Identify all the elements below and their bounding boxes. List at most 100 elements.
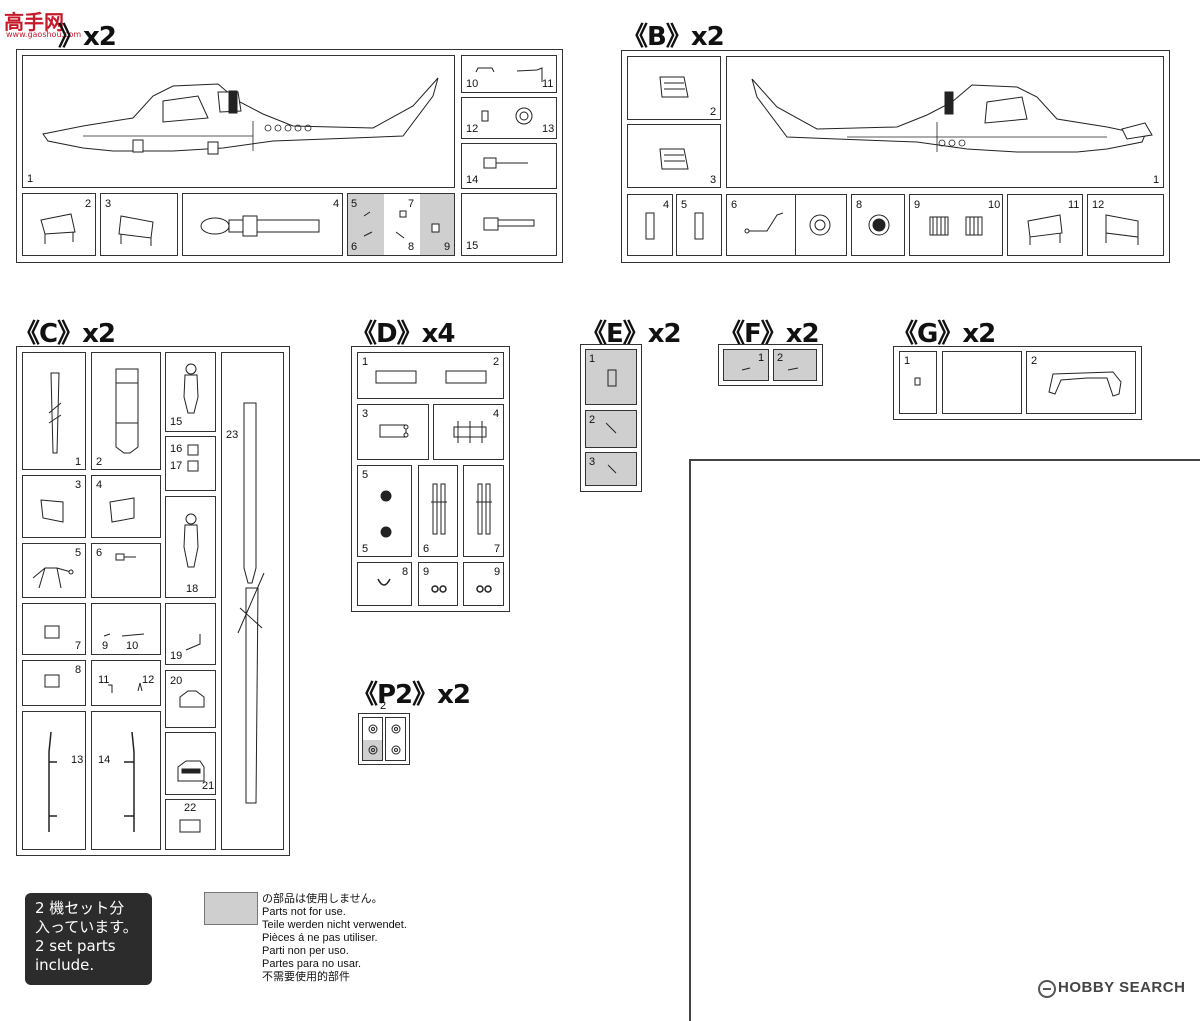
sprue-b-part-4-cell: 4 (627, 194, 673, 256)
part-number-label: 16 (170, 443, 183, 455)
sprue-d-part-9-right-cell: 9 (463, 562, 504, 606)
part-number-label: 10 (466, 78, 479, 90)
part-number-label: 12 (142, 674, 155, 686)
note-line-1: 2 機セット分 (35, 899, 125, 917)
sprue-c-part-13-cell: 13 (22, 711, 86, 850)
part-number-label: 5 (362, 543, 369, 555)
part-number-label: 4 (493, 408, 500, 420)
sprue-a-title: 》x2 (58, 22, 117, 52)
sprue-c-part-6-cell: 6 (91, 543, 161, 598)
part-number-label: 9 (102, 640, 109, 652)
sprue-g-title: 《G》x2 (892, 319, 996, 349)
panel-part-icon (40, 499, 64, 523)
sprue-c-part-22-cell: 22 (165, 799, 216, 850)
rotor-hub-part-icon (32, 567, 74, 589)
part-number-label: 1 (589, 353, 596, 365)
sprue-a-part-4-cell: 4 (182, 193, 343, 256)
sprue-b-title: 《B》x2 (622, 22, 725, 52)
helicopter-fuselage-left-icon (42, 77, 439, 155)
part-number-label: 5 (362, 469, 369, 481)
part-number-label: 10 (988, 199, 1001, 211)
hobby-search-logo-icon (1038, 980, 1056, 998)
part-number-label: 2 (710, 106, 717, 118)
part-number-label: 8 (402, 566, 409, 578)
rod-part-icon (185, 634, 201, 651)
sprue-p2-label: 2 (380, 700, 387, 712)
cockpit-tub-part-icon (115, 368, 139, 454)
sprue-a-part-3-cell: 3 (100, 193, 178, 256)
part-number-label: 14 (466, 174, 479, 186)
sprue-c-part-8-cell: 8 (22, 660, 86, 706)
part-number-label: 5 (681, 199, 688, 211)
part-number-label: 7 (408, 198, 415, 210)
wiper-part-icon (605, 422, 617, 434)
sprue-c-part-9-10-cell: 9 10 (91, 603, 161, 655)
sprue-c-part-14-cell: 14 (91, 711, 161, 850)
part-number-label: 15 (466, 240, 479, 252)
gear-part-icon (868, 214, 890, 236)
sprue-b-part-5-cell: 5 (676, 194, 722, 256)
part-number-label: 2 (589, 414, 596, 426)
sprue-a-part-2-cell: 2 (22, 193, 96, 256)
sprue-c-part-16-17-cell: 16 17 (165, 436, 216, 491)
sprue-g-blank-cell (942, 351, 1022, 414)
polycap-icon (368, 724, 378, 755)
page-boundary-frame (689, 459, 1200, 1021)
sprue-b-part-11-cell: 11 (1007, 194, 1083, 256)
handle-part-icon (377, 578, 391, 586)
sprue-g-part-1-cell: 1 (899, 351, 937, 414)
part-number-label: 1 (75, 456, 82, 468)
light-part-icon (741, 367, 751, 371)
wing-part-icon (40, 213, 76, 244)
sprue-p2-plate-left (362, 717, 383, 761)
sprue-d-part-9-left-cell: 9 (418, 562, 458, 606)
part-number-label: 4 (333, 198, 340, 210)
part-number-label: 6 (351, 241, 358, 253)
part-number-label: 3 (362, 408, 369, 420)
part-number-label: 9 (444, 241, 451, 253)
strut-part-icon (645, 212, 655, 240)
small-box-part-icon (187, 444, 199, 472)
pilot-figure-icon (183, 513, 199, 568)
part-number-label: 7 (75, 640, 82, 652)
ring-part-icon (476, 585, 492, 593)
sprue-p2-plate-right (385, 717, 406, 761)
sprue-c-part-23-cell: 23 (221, 352, 284, 850)
strut-part-icon (694, 212, 704, 240)
wheel-part-icon (380, 490, 392, 538)
sprue-c-part-2-cell: 2 (91, 352, 161, 470)
sprue-b-part-2-cell: 2 (627, 56, 721, 120)
sprue-d-part-8-cell: 8 (357, 562, 412, 606)
part-number-label: 1 (362, 356, 369, 368)
part-number-label: 1 (758, 352, 765, 364)
sprue-c-part-21-cell: 21 (165, 732, 216, 795)
wing-part-icon (1027, 214, 1063, 245)
part-number-label: 13 (71, 754, 84, 766)
antenna-part-icon (483, 157, 528, 169)
ring-part-icon (431, 585, 447, 593)
part-number-label: 5 (351, 198, 358, 210)
missile-part-icon (476, 483, 492, 535)
rod-part-icon (744, 212, 784, 234)
sprue-f-part-2-cell: 2 (773, 349, 817, 381)
legend-jp: の部品は使用しません。 (262, 893, 383, 905)
sprue-c-part-4-cell: 4 (91, 475, 161, 538)
part-number-label: 3 (589, 456, 596, 468)
part-number-label: 3 (710, 174, 717, 186)
sprue-d-part-4-cell: 4 (433, 404, 504, 460)
sprue-c-part-15-cell: 15 (165, 352, 216, 432)
part-number-label: 2 (96, 456, 103, 468)
part-number-label: 21 (202, 780, 215, 792)
sprue-d-part-5-cell: 5 5 (357, 465, 412, 557)
sprue-b-part-7-drawing-cell (795, 194, 847, 256)
part-number-label: 8 (856, 199, 863, 211)
window-parts-icon (375, 370, 487, 384)
seat-part-icon (179, 819, 201, 833)
part-number-label: 14 (98, 754, 111, 766)
legend-zh: 不需要使用的部件 (262, 971, 350, 983)
part-number-label: 7 (494, 543, 501, 555)
note-line-2: 入っています。 (35, 918, 138, 936)
sprue-g-part-2-cell: 2 (1026, 351, 1136, 414)
pin-part-icon (103, 633, 145, 637)
sprue-c-part-11-12-cell: 11 12 (91, 660, 161, 706)
